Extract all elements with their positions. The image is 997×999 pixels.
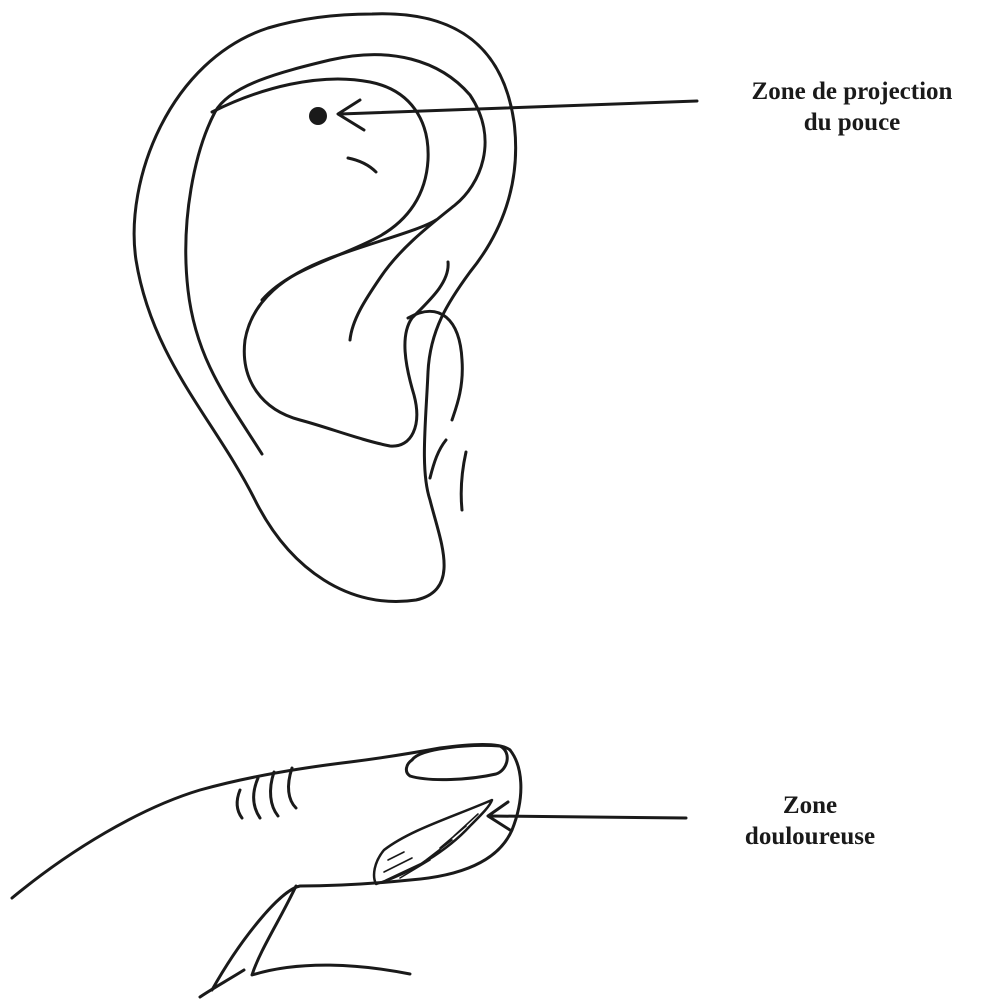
painful-zone-label-line1: Zone <box>700 790 920 821</box>
painful-zone-label: Zone douloureuse <box>700 790 920 852</box>
ear-crease <box>348 158 376 172</box>
ear-helix-inner <box>186 55 485 454</box>
painful-zone-label-line2: douloureuse <box>700 821 920 852</box>
thumb-crease-3 <box>271 772 278 816</box>
ear-illustration <box>134 14 516 602</box>
ear-intertragic-mark-1 <box>430 440 446 478</box>
thumb-illustration <box>12 745 521 998</box>
thumb-upper-contour <box>12 745 510 899</box>
thumb-projection-arrow <box>338 100 697 130</box>
ear-concha <box>244 220 448 446</box>
thumb-projection-label-line2: du pouce <box>716 107 988 138</box>
thumb-projection-point <box>309 107 327 125</box>
thumb-projection-label: Zone de projection du pouce <box>716 76 988 138</box>
thumb-projection-label-line1: Zone de projection <box>716 76 988 107</box>
thumb-hand-base <box>252 886 410 975</box>
thumb-crease-4 <box>289 768 296 808</box>
ear-intertragic-mark-2 <box>461 452 466 510</box>
thumb-crease-1 <box>237 790 242 818</box>
painful-zone-marking <box>374 800 492 884</box>
thumb-crease-2 <box>254 778 260 818</box>
thumb-lower-contour <box>212 750 521 990</box>
